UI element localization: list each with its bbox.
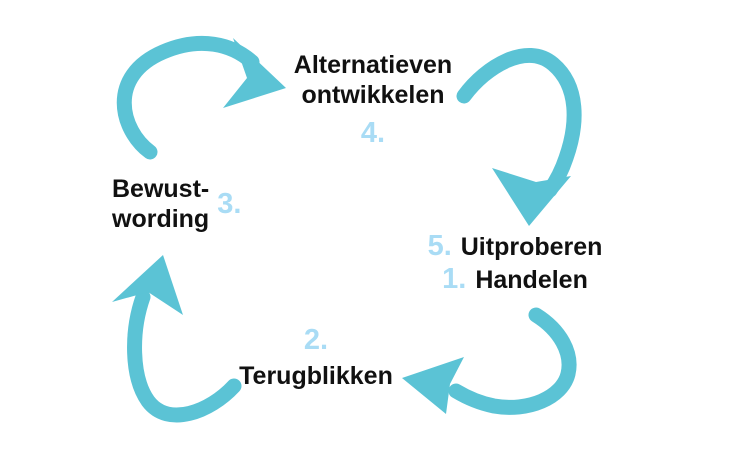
curved-arrow-bottom-right-icon <box>402 307 577 415</box>
step-3-label-line1: Bewust- <box>112 175 210 203</box>
step-3-number: 3. <box>217 188 242 220</box>
curved-arrow-top-left-head <box>223 38 286 108</box>
step-alternatieven-ontwikkelen: Alternatieven ontwikkelen 4. <box>273 50 473 150</box>
step-4-number: 4. <box>360 117 386 149</box>
step-1-label: Handelen <box>475 266 588 294</box>
step-group-right: 5. Uitproberen 1. Handelen <box>395 229 635 295</box>
step-uitproberen: 5. Uitproberen <box>395 229 635 262</box>
curved-arrow-top-right-icon <box>456 47 582 226</box>
step-3-label-line2: wording <box>112 205 210 233</box>
curved-arrow-top-left-icon <box>116 35 286 160</box>
curved-arrow-bottom-left-head <box>112 255 183 315</box>
step-5-number: 5. <box>427 230 452 262</box>
step-5-label: Uitproberen <box>460 233 603 261</box>
curved-arrow-top-right-shaft <box>456 47 582 198</box>
step-2-label: Terugblikken <box>239 362 393 390</box>
curved-arrow-top-left-shaft <box>116 35 260 160</box>
curved-arrow-bottom-right-head <box>402 357 464 414</box>
step-handelen: 1. Handelen <box>395 262 635 295</box>
step-terugblikken: 2. Terugblikken <box>216 323 416 391</box>
step-1-number: 1. <box>442 263 467 295</box>
step-4-label-line2: ontwikkelen <box>301 81 445 109</box>
step-bewustwording: Bewust- wording 3. <box>112 174 241 234</box>
curved-arrow-bottom-left-shaft <box>127 289 242 423</box>
step-4-label-line1: Alternatieven <box>293 51 453 79</box>
step-2-number: 2. <box>303 324 329 356</box>
step-3-label: Bewust- wording <box>112 174 209 234</box>
curved-arrow-bottom-left-icon <box>112 255 242 423</box>
curved-arrow-top-right-head <box>492 168 571 226</box>
curved-arrow-bottom-right-shaft <box>448 307 577 415</box>
